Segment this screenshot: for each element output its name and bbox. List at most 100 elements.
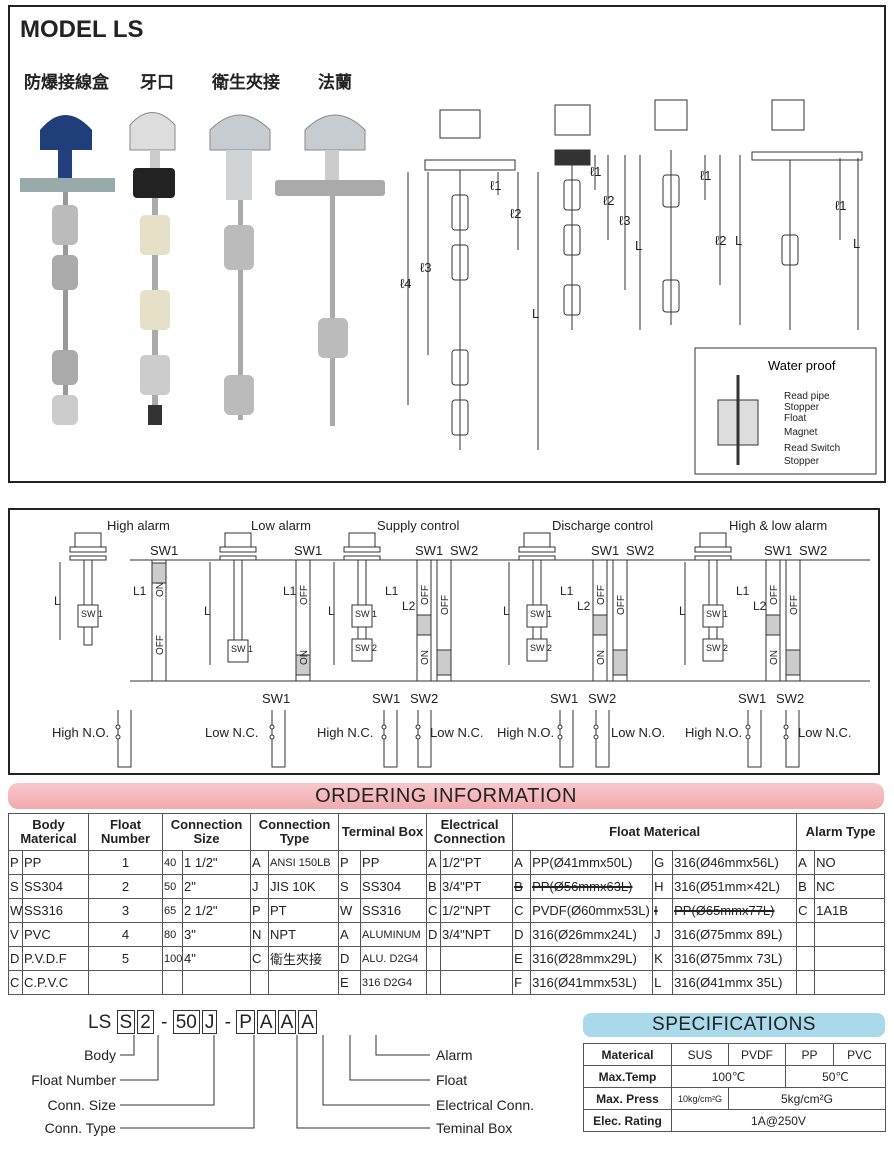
spec-temp-high: 100℃: [671, 1065, 786, 1088]
sw1-label: SW1: [764, 543, 792, 558]
table-cell: 1 1/2": [182, 850, 252, 875]
table-cell: [440, 946, 514, 971]
part-stopper: Stopper: [784, 402, 820, 413]
header-float-material: Float Materical: [512, 813, 798, 851]
table-cell: ANSI 150LB: [268, 850, 340, 875]
table-cell: P: [338, 850, 362, 875]
table-cell: 65: [162, 898, 184, 923]
code-body: S: [116, 1010, 136, 1034]
code-dash: -: [161, 1012, 168, 1033]
dim-L: L: [503, 604, 510, 618]
table-cell: D: [426, 922, 442, 947]
table-cell: 316(Ø28mmx29L): [530, 946, 654, 971]
dim-L: L: [328, 604, 335, 618]
spec-material-label: Materical: [583, 1043, 672, 1066]
label-conn-size: Conn. Size: [47, 1097, 116, 1113]
dim-L: L: [54, 594, 61, 608]
table-cell: 316(Ø41mmx53L): [530, 970, 654, 995]
table-cell: 衛生夾接: [268, 946, 340, 971]
dim-L1: L1: [385, 584, 399, 598]
spec-rating: 1A@250V: [671, 1109, 886, 1132]
table-cell: [426, 946, 442, 971]
table-cell: A: [512, 850, 532, 875]
off-label: OFF: [420, 585, 431, 605]
code-electrical: A: [256, 1010, 276, 1034]
label-float: Float: [436, 1072, 468, 1088]
table-cell: SS304: [360, 874, 428, 899]
dim-l1: ℓ1: [590, 164, 601, 179]
ordering-table: Body Materical Float Number Connection S…: [7, 813, 886, 995]
table-cell: S: [8, 874, 23, 899]
table-cell: J: [652, 922, 674, 947]
mode-supply-control: Supply control: [377, 518, 459, 533]
product-photo-flange: [275, 114, 385, 426]
dim-l2: ℓ2: [715, 233, 726, 248]
table-cell: NC: [814, 874, 886, 899]
part-stopper: Stopper: [784, 456, 820, 467]
float-sw1-label: SW 1: [355, 609, 377, 619]
contact-label: High N.C.: [317, 725, 373, 740]
table-cell: [426, 970, 442, 995]
table-cell: 1/2"PT: [440, 850, 514, 875]
code-prefix: LS: [88, 1012, 112, 1033]
waterproof-title: Water proof: [768, 358, 836, 373]
dimension-drawing: [407, 99, 863, 450]
table-cell: PP: [21, 850, 90, 875]
table-cell: C.P.V.C: [21, 970, 90, 995]
table-cell: 2": [182, 874, 252, 899]
table-cell: PVDF(Ø60mmx53L): [530, 898, 654, 923]
spec-max-press-label: Max. Press: [583, 1087, 672, 1110]
table-cell: D: [338, 946, 362, 971]
contact-label: High N.O.: [52, 725, 109, 740]
sw2-label: SW2: [626, 543, 654, 558]
table-cell: 100: [162, 946, 184, 971]
switch-modes-section: [8, 508, 880, 775]
switch-unit: [59, 532, 167, 682]
table-cell: 316(Ø46mmx56L): [672, 850, 798, 875]
contact-symbol: [381, 710, 398, 768]
float-sw1-label: SW 1: [706, 609, 728, 619]
contact-sw1-label: SW1: [550, 691, 578, 706]
code-conn-type: J: [201, 1010, 218, 1034]
dim-L1: L1: [560, 584, 574, 598]
table-cell: [796, 922, 816, 947]
spec-max-temp-label: Max.Temp: [583, 1065, 672, 1088]
table-cell: [796, 970, 816, 995]
mode-low-alarm: Low alarm: [251, 518, 311, 533]
sw1-label: SW1: [591, 543, 619, 558]
table-cell: 1: [88, 850, 164, 875]
type-label-threaded: 牙口: [140, 73, 174, 92]
table-cell: W: [338, 898, 362, 923]
code-float-number: 2: [137, 1010, 154, 1034]
dim-L: L: [204, 604, 211, 618]
table-cell: E: [512, 946, 532, 971]
table-cell: PP(Ø56mmx63L): [530, 874, 654, 899]
table-cell: C: [796, 898, 816, 923]
dim-L2: L2: [577, 599, 591, 613]
on-label: ON: [299, 650, 310, 665]
header-alarm-type: Alarm Type: [796, 813, 886, 851]
product-photo-explosion-proof: [20, 115, 115, 425]
table-cell: K: [652, 946, 674, 971]
table-cell: 316(Ø41mmx 35L): [672, 970, 798, 995]
contact-label: High N.O.: [685, 725, 742, 740]
specifications-banner: SPECIFICATIONS: [583, 1013, 885, 1037]
contact-symbol: [557, 710, 574, 768]
on-label: ON: [420, 650, 431, 665]
table-cell: N: [250, 922, 270, 947]
table-cell: PP(Ø65mmx77L): [672, 898, 798, 923]
dim-L: L: [735, 233, 742, 248]
table-cell: PT: [268, 898, 340, 923]
dim-L2: L2: [402, 599, 416, 613]
type-label-explosion-proof-box: 防爆接線盒: [24, 73, 109, 92]
table-cell: S: [338, 874, 362, 899]
contact-sw1-label: SW1: [738, 691, 766, 706]
label-conn-type: Conn. Type: [44, 1120, 116, 1136]
label-electrical-conn: Electrical Conn.: [436, 1097, 535, 1113]
spec-press-other: 5kg/cm²G: [728, 1087, 886, 1110]
dim-l2: ℓ2: [603, 193, 614, 208]
table-cell: NPT: [268, 922, 340, 947]
